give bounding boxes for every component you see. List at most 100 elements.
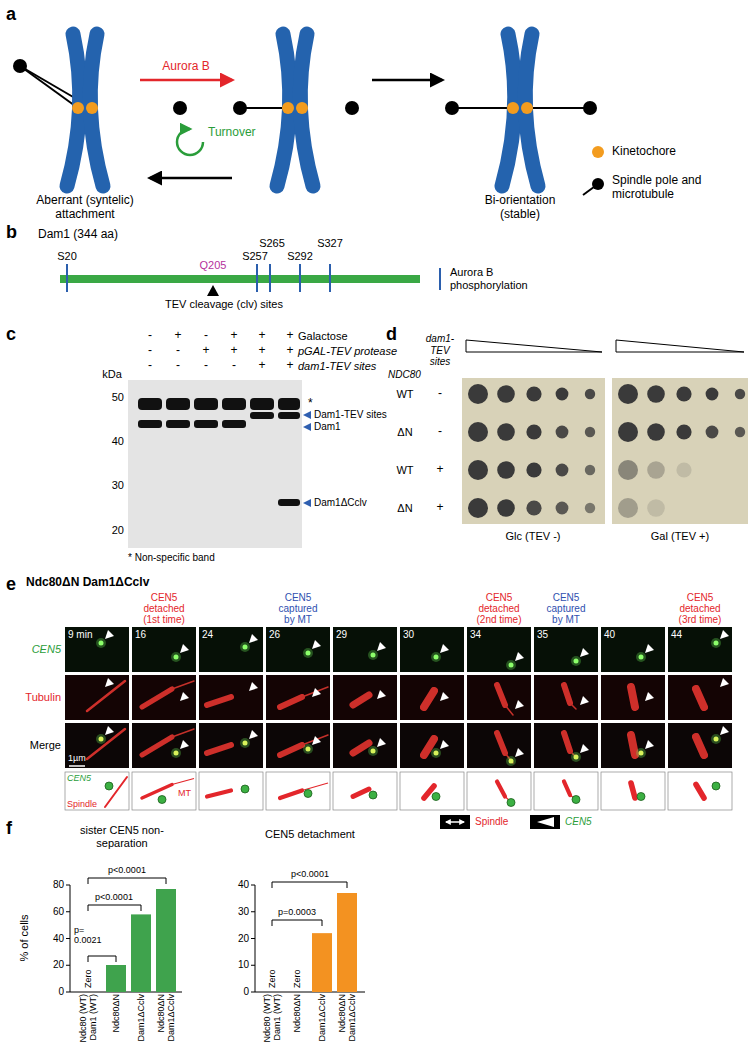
figure-shape [138, 420, 162, 428]
figure-shape [280, 697, 302, 707]
figure-shape [278, 499, 300, 506]
figure-shape [329, 264, 331, 292]
figure-shape [534, 723, 598, 768]
figure-shape [706, 426, 719, 439]
figure-shape [142, 689, 172, 707]
figure-shape [96, 638, 106, 648]
figure-shape [574, 755, 579, 760]
site-label: S327 [317, 237, 343, 250]
tick-label: 0 [58, 986, 64, 998]
figure-shape [60, 275, 420, 283]
figure-shape [400, 772, 464, 810]
figure-shape [180, 644, 189, 653]
figure-shape [251, 965, 255, 966]
figure-shape [266, 627, 330, 672]
figure-shape [272, 920, 322, 926]
band-label: Dam1ΔCclv [314, 497, 367, 509]
figure-shape [636, 748, 646, 758]
figure-shape [65, 675, 129, 720]
figure-shape [631, 735, 635, 755]
figure-shape [199, 723, 263, 768]
figure-shape [440, 644, 449, 653]
figure-shape [521, 102, 533, 114]
figure-shape [534, 627, 598, 672]
figure-shape [138, 398, 162, 410]
zero-label: Zero [292, 958, 302, 988]
figure-shape [424, 691, 434, 707]
figure-shape [306, 651, 311, 656]
figure-shape [333, 772, 397, 810]
figure-shape [304, 790, 312, 798]
axis-title: % of cells [18, 914, 31, 961]
figure-shape [174, 655, 179, 660]
sign-cell: - [176, 344, 180, 358]
figure-shape [432, 793, 440, 801]
figure-shape [299, 264, 301, 292]
figure-shape [466, 340, 602, 352]
band-label: * [308, 397, 313, 411]
figure-shape [65, 723, 129, 768]
figure-shape [173, 101, 187, 115]
time-label: 30 [403, 629, 414, 641]
figure-shape [132, 723, 196, 768]
figure-shape [207, 285, 219, 296]
band-label: Dam1-TEV sites [314, 409, 387, 421]
figure-shape [526, 500, 541, 515]
figure-shape [645, 692, 654, 701]
figure-shape [333, 772, 397, 810]
site-label: TEV cleavage (clv) sites [165, 298, 283, 311]
figure-shape [497, 782, 505, 797]
figure-shape [639, 751, 644, 756]
sign-cell: - [148, 344, 152, 358]
category-label: Dam1ΔCclv [136, 994, 146, 1046]
figure-shape [66, 992, 70, 993]
figure-shape [647, 423, 665, 441]
figure-shape [601, 675, 665, 720]
figure-shape [400, 772, 464, 810]
figure-shape [668, 772, 732, 810]
figure-shape [583, 184, 598, 195]
figure-shape [668, 627, 732, 672]
p-value: p<0.0001 [108, 865, 146, 875]
plate-label: Glc (TEV -) [506, 530, 561, 543]
figure-shape [618, 498, 638, 518]
figure-shape [647, 385, 665, 403]
figure-shape [601, 772, 665, 810]
figure-shape [580, 648, 589, 657]
category-label: Ndc80ΔN Dam1ΔCclv [156, 994, 177, 1046]
figure-shape [67, 34, 103, 186]
figure-shape [199, 675, 263, 720]
figure-shape [618, 384, 638, 404]
p-value: p=0.0003 [278, 907, 316, 917]
figure-shape [199, 627, 263, 672]
figure-shape [446, 821, 464, 823]
figure-shape [240, 642, 250, 652]
figure-shape [431, 652, 441, 662]
figure-shape [507, 799, 515, 807]
marker-label: 50 [112, 391, 124, 404]
sign-cell: + [436, 501, 443, 515]
cartoon-label: CEN5 [67, 773, 91, 783]
figure-shape [468, 460, 488, 480]
figure-shape [303, 411, 311, 507]
figure-shape [312, 688, 321, 697]
figure-shape [467, 627, 531, 672]
tick-label: 60 [53, 906, 64, 918]
figure-shape [20, 66, 78, 108]
figure-shape [564, 733, 570, 751]
figure-shape [556, 388, 569, 401]
figure-shape [372, 79, 442, 82]
figure-shape [497, 685, 505, 705]
figure-shape [631, 687, 635, 707]
figure-shape [676, 386, 691, 401]
figure-shape [166, 420, 190, 428]
plate-label: Gal (TEV +) [651, 530, 709, 543]
figure-shape [105, 726, 114, 735]
figure-shape [65, 675, 129, 720]
row-label: Merge [30, 739, 61, 752]
figure-shape [440, 740, 449, 749]
figure-shape [249, 682, 258, 691]
figure-shape [696, 737, 704, 755]
figure-shape [105, 782, 113, 790]
